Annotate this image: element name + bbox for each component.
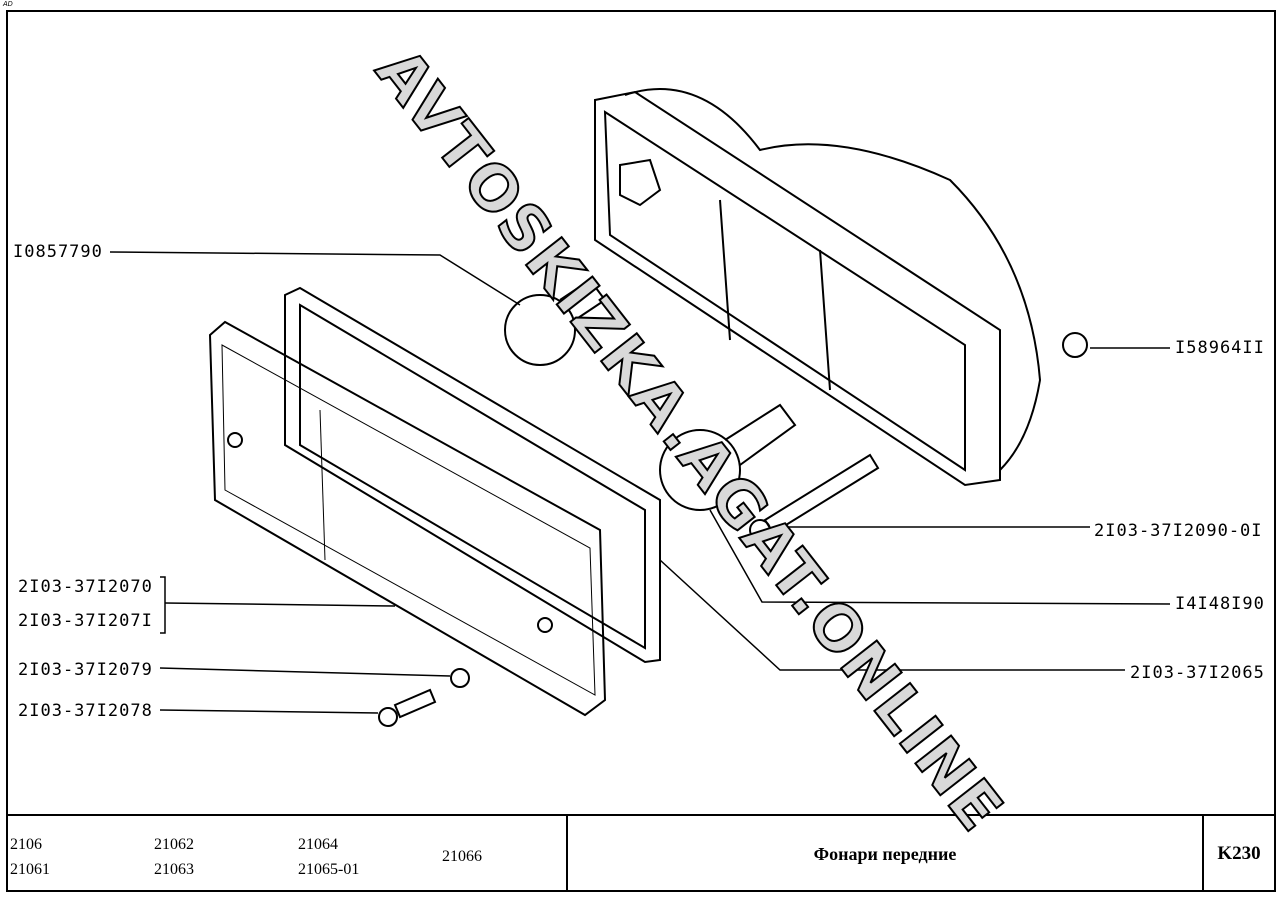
model-code: 21066 [442, 848, 482, 865]
callout-screw-short: 2I03-37I2078 [18, 701, 153, 721]
model-code: 21063 [154, 861, 194, 878]
small-bulb [504, 278, 607, 366]
corner-mark: AD [3, 1, 13, 8]
model-code: 21065-01 [298, 861, 360, 878]
drawing-code: K230 [1217, 843, 1261, 864]
callout-lens-left: 2I03-37I2070 [18, 577, 153, 597]
model-code: 21064 [298, 836, 338, 853]
callout-bulb-large: I4I48I90 [1175, 594, 1265, 614]
leader-lines [109, 251, 1171, 714]
callout-washer: 2I03-37I2079 [18, 660, 153, 680]
long-screw [749, 453, 880, 541]
callout-bulb-small: I0857790 [13, 242, 103, 262]
callout-screw-long: 2I03-37I2090-0I [1094, 521, 1263, 541]
drawing-frame [6, 10, 1276, 892]
callout-gasket: 2I03-37I2065 [1130, 663, 1265, 683]
gasket [284, 286, 661, 664]
short-screw [378, 688, 437, 727]
drawing-title: Фонари передние [566, 816, 1204, 892]
title-block: 2106 21061 21062 21063 21064 21065-01 21… [6, 814, 1276, 892]
large-bulb [659, 403, 797, 511]
nut [1062, 332, 1088, 358]
model-code: 21062 [154, 836, 194, 853]
callout-nut: I58964II [1175, 338, 1265, 358]
lamp-housing [594, 88, 1042, 487]
lens [208, 320, 607, 717]
model-code: 2106 [10, 836, 42, 853]
washer [450, 668, 470, 688]
callout-lens-right: 2I03-37I207I [18, 611, 153, 631]
model-code: 21061 [10, 861, 50, 878]
